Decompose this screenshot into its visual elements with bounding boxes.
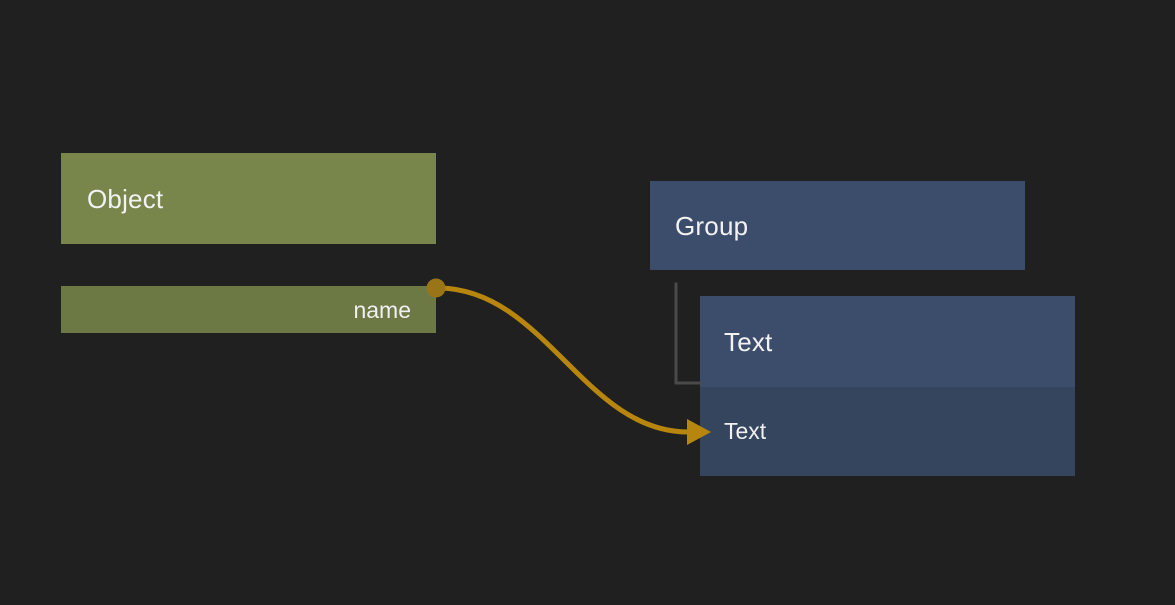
node-object-body: name [61,286,436,333]
tree-bracket-connector [674,282,702,385]
node-text-body[interactable]: Text [700,387,1075,476]
node-object[interactable]: Object name [61,153,436,333]
port-label-name: name [353,296,411,323]
node-group-title: Group [675,210,749,241]
edge-name-to-text[interactable] [437,285,691,435]
node-object-header[interactable]: Object [61,153,436,244]
node-text[interactable]: Text Text [700,296,1075,476]
node-object-title: Object [87,183,164,214]
port-label-text: Text [724,418,767,444]
port-row-name[interactable]: name [61,286,436,333]
node-group-header[interactable]: Group [650,181,1025,270]
node-text-title: Text [724,326,773,357]
node-group[interactable]: Group [650,181,1025,270]
node-text-header[interactable]: Text [700,296,1075,387]
